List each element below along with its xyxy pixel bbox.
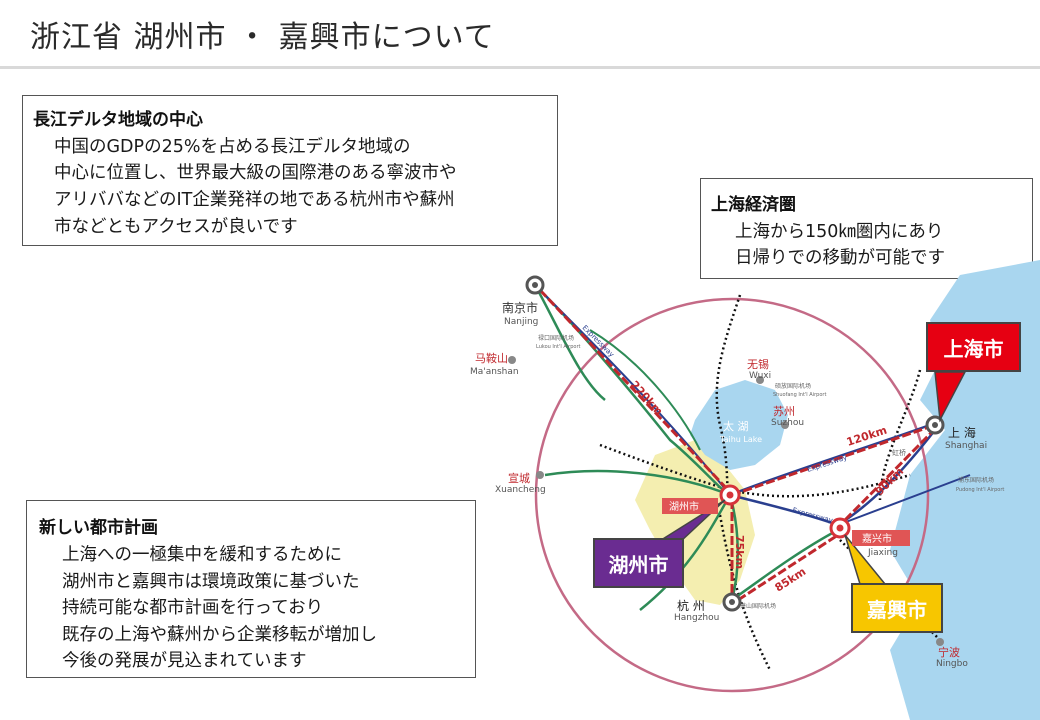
huzhou-callout: 湖州市 bbox=[593, 538, 684, 588]
title-divider bbox=[0, 66, 1040, 69]
box-text-line: 持続可能な都市計画を行っており bbox=[62, 598, 324, 618]
shanghai-economic-zone-box: 上海経済圏 上海から150㎞圏内にあり 日帰りでの移動が可能です bbox=[700, 178, 1033, 279]
label-nanjing-cn: 南京市 bbox=[502, 300, 538, 315]
label-huzhou-cn: 湖州市 bbox=[669, 500, 699, 513]
map-graphic: 南京市 Nanjing 马鞍山 Ma'anshan 无锡 Wuxi 苏州 Suz… bbox=[470, 260, 1040, 720]
box-text-line: 中国のGDPの25%を占める長江デルタ地域の bbox=[54, 137, 411, 157]
box-text-line: 上海から150㎞圏内にあり bbox=[735, 222, 944, 242]
city-dot-wuxi bbox=[756, 376, 764, 384]
distance-label-120km: 120km bbox=[845, 424, 889, 449]
box-text-line: 市などともアクセスが良いです bbox=[54, 217, 298, 237]
label-maanshan-en: Ma'anshan bbox=[470, 367, 519, 377]
title-bar: 浙江省 湖州市 ・ 嘉興市について bbox=[0, 0, 1040, 66]
jiaxing-callout: 嘉興市 bbox=[851, 583, 943, 633]
expressway-label: Expressway bbox=[806, 453, 848, 473]
city-marker-nanjing bbox=[525, 275, 545, 295]
city-marker-jiaxing bbox=[829, 517, 851, 539]
label-lake-en: Taihu Lake bbox=[719, 435, 762, 444]
label-xuancheng-en: Xuancheng bbox=[495, 485, 546, 495]
label-ningbo-cn: 宁波 bbox=[938, 645, 960, 659]
label-airport-lukou-en: Lukou Int'l Airport bbox=[536, 344, 581, 350]
label-jiaxing-cn: 嘉兴市 bbox=[862, 532, 892, 545]
distance-label-90km: 90km bbox=[873, 465, 906, 498]
box-text-line: 上海への一極集中を緩和するために bbox=[62, 545, 342, 565]
label-airport-pudong: 浦东国际机场 bbox=[958, 476, 994, 484]
shanghai-callout: 上海市 bbox=[926, 322, 1021, 372]
box-heading: 新しい都市計画 bbox=[39, 518, 158, 538]
label-wuxi-en: Wuxi bbox=[749, 371, 771, 381]
city-marker-shanghai bbox=[925, 415, 945, 435]
page-title: 浙江省 湖州市 ・ 嘉興市について bbox=[30, 20, 495, 55]
jiaxing-map-tag bbox=[852, 530, 910, 546]
urban-planning-info-box: 新しい都市計画 上海への一極集中を緩和するために 湖州市と嘉興市は環境政策に基づ… bbox=[26, 500, 476, 678]
yangtze-delta-info-box: 長江デルタ地域の中心 中国のGDPの25%を占める長江デルタ地域の 中心に位置し… bbox=[22, 95, 558, 246]
box-text-line: 今後の発展が見込まれています bbox=[62, 651, 307, 671]
box-heading: 上海経済圏 bbox=[711, 195, 796, 215]
distance-label-75km: 75km bbox=[733, 535, 746, 569]
label-xuancheng-cn: 宣城 bbox=[508, 471, 530, 485]
expressway-label: Expressway bbox=[791, 506, 833, 524]
label-airport-lukou: 禄口国际机场 bbox=[538, 334, 574, 342]
label-hangzhou-en: Hangzhou bbox=[674, 613, 719, 623]
city-dot-xuancheng bbox=[536, 471, 544, 479]
label-shanghai-en: Shanghai bbox=[945, 441, 987, 451]
label-wuxi-cn: 无锡 bbox=[747, 357, 769, 371]
region-map: 南京市 Nanjing 马鞍山 Ma'anshan 无锡 Wuxi 苏州 Suz… bbox=[440, 250, 1040, 720]
shanghai-callout-pointer bbox=[934, 371, 967, 423]
taihu-lake bbox=[690, 380, 788, 470]
box-text-line: 湖州市と嘉興市は環境政策に基づいた bbox=[62, 572, 360, 592]
label-airport-hongqiao: 虹桥 bbox=[892, 448, 906, 457]
label-hangzhou-cn: 杭 州 bbox=[677, 598, 705, 613]
range-circle bbox=[534, 297, 930, 693]
city-dot-ningbo bbox=[936, 638, 944, 646]
box-text-line: アリババなどのIT企業発祥の地である杭州市や蘇州 bbox=[54, 190, 455, 210]
city-marker-hangzhou bbox=[722, 592, 742, 612]
label-nanjing-en: Nanjing bbox=[504, 317, 538, 327]
label-airport-xiaoshan: 萧山国际机场 bbox=[740, 602, 776, 610]
label-ningbo-en: Ningbo bbox=[936, 659, 968, 669]
box-text-line: 日帰りでの移動が可能です bbox=[735, 248, 945, 268]
label-airport-pudong-en: Pudong Int'l Airport bbox=[956, 487, 1004, 493]
distance-label-85km: 85km bbox=[773, 565, 809, 594]
box-heading: 長江デルタ地域の中心 bbox=[33, 110, 203, 130]
label-maanshan-cn: 马鞍山 bbox=[475, 351, 508, 365]
huzhou-map-tag bbox=[662, 498, 718, 514]
city-dot-maanshan bbox=[508, 356, 516, 364]
label-suzhou-en: Suzhou bbox=[771, 418, 804, 428]
label-airport-shuofang-en: Shuofang Int'l Airport bbox=[773, 392, 826, 398]
city-marker-huzhou bbox=[719, 484, 741, 506]
box-text-line: 中心に位置し、世界最大級の国際港のある寧波市や bbox=[54, 163, 457, 183]
label-jiaxing-en: Jiaxing bbox=[867, 548, 898, 558]
box-text-line: 既存の上海や蘇州から企業移転が増加し bbox=[62, 625, 377, 645]
city-dot-suzhou bbox=[781, 421, 789, 429]
label-airport-shuofang: 硕放国际机场 bbox=[775, 382, 811, 390]
label-lake-cn: 太 湖 bbox=[723, 420, 749, 433]
label-shanghai-cn: 上 海 bbox=[948, 425, 976, 440]
label-suzhou-cn: 苏州 bbox=[773, 405, 795, 418]
